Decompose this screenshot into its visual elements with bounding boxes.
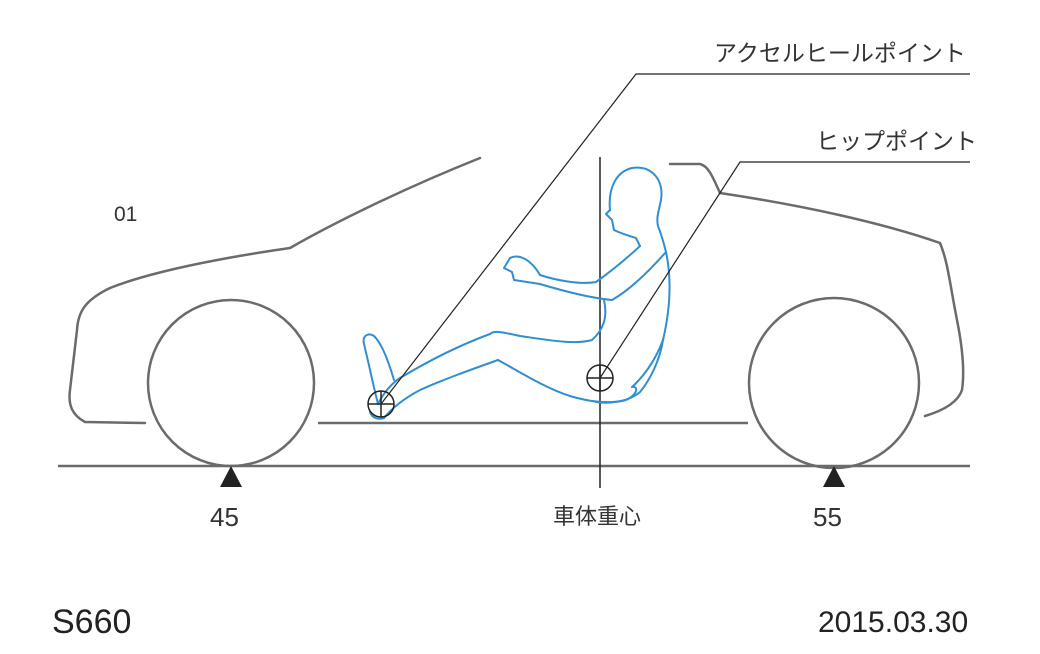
rear-wheel bbox=[747, 296, 921, 470]
rear-axle-marker bbox=[823, 466, 845, 487]
front-axle-marker bbox=[220, 466, 242, 487]
accelerator-heel-point-label: アクセルヒールポイント bbox=[714, 40, 966, 66]
front-weight-ratio: 45 bbox=[210, 502, 239, 532]
center-of-gravity-label: 車体重心 bbox=[553, 504, 642, 529]
driver-figure bbox=[362, 166, 671, 420]
front-wheel bbox=[146, 298, 316, 468]
model-name: S660 bbox=[52, 603, 132, 641]
accel-heel-leader-line bbox=[380, 73, 970, 405]
date-text: 2015.03.30 bbox=[818, 606, 969, 639]
rear-weight-ratio: 55 bbox=[813, 502, 842, 532]
hip-point-label: ヒップポイント bbox=[816, 128, 977, 154]
figure-number: 01 bbox=[114, 203, 138, 226]
hip-point-leader-line bbox=[599, 161, 970, 379]
car-body-front-outline bbox=[68, 156, 482, 425]
